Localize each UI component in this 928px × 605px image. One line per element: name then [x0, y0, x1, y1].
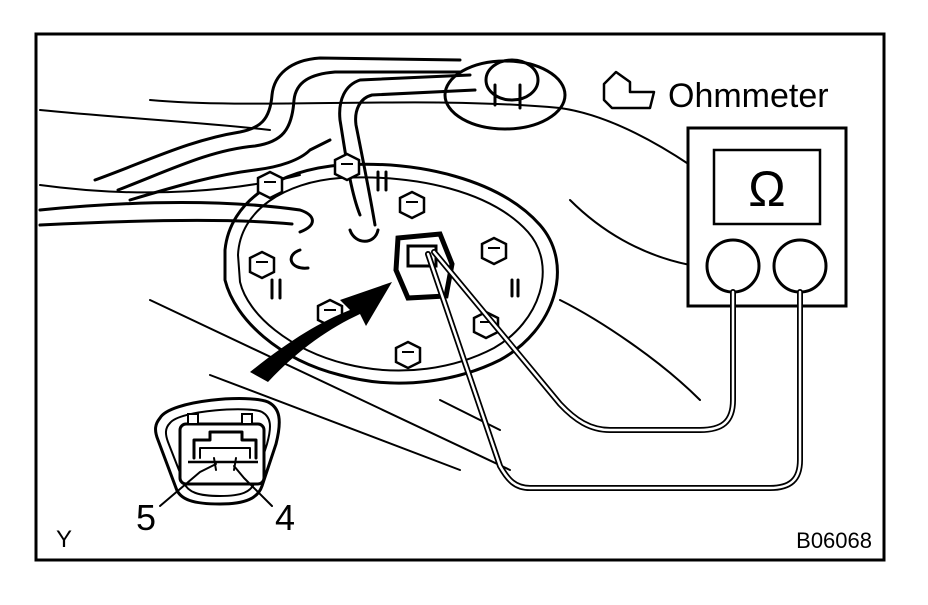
bolt [394, 340, 422, 370]
terminal-5-label: 5 [136, 497, 156, 538]
figure-code: B06068 [796, 528, 872, 553]
bolt [248, 250, 276, 280]
note-tab-icon [602, 70, 656, 110]
corner-letter: Y [56, 526, 72, 553]
probe-wire-right [425, 251, 803, 491]
arrow-icon [250, 282, 392, 382]
terminal-4-leader [233, 465, 273, 507]
bolt [333, 152, 361, 182]
terminal-5-leader [159, 463, 217, 507]
probe-wire-left [431, 249, 736, 433]
connector-detail-inset [154, 397, 281, 506]
ohmmeter [686, 126, 848, 308]
probe-jack-left [705, 238, 761, 294]
ohmmeter-display [712, 148, 822, 226]
ohm-symbol: Ω [748, 161, 785, 217]
bolt [256, 170, 284, 200]
gauge-cap [443, 58, 567, 131]
ohmmeter-label: Ohmmeter [668, 77, 829, 115]
fuel-hoses [38, 56, 477, 270]
terminal-4-label: 4 [275, 497, 295, 538]
bolt [480, 236, 508, 266]
fuel-tank-outline [39, 99, 701, 471]
terminal-studs [270, 170, 520, 300]
pump-mounting-plate [223, 162, 559, 385]
probe-jack-right [772, 238, 828, 294]
bolt [398, 190, 426, 220]
